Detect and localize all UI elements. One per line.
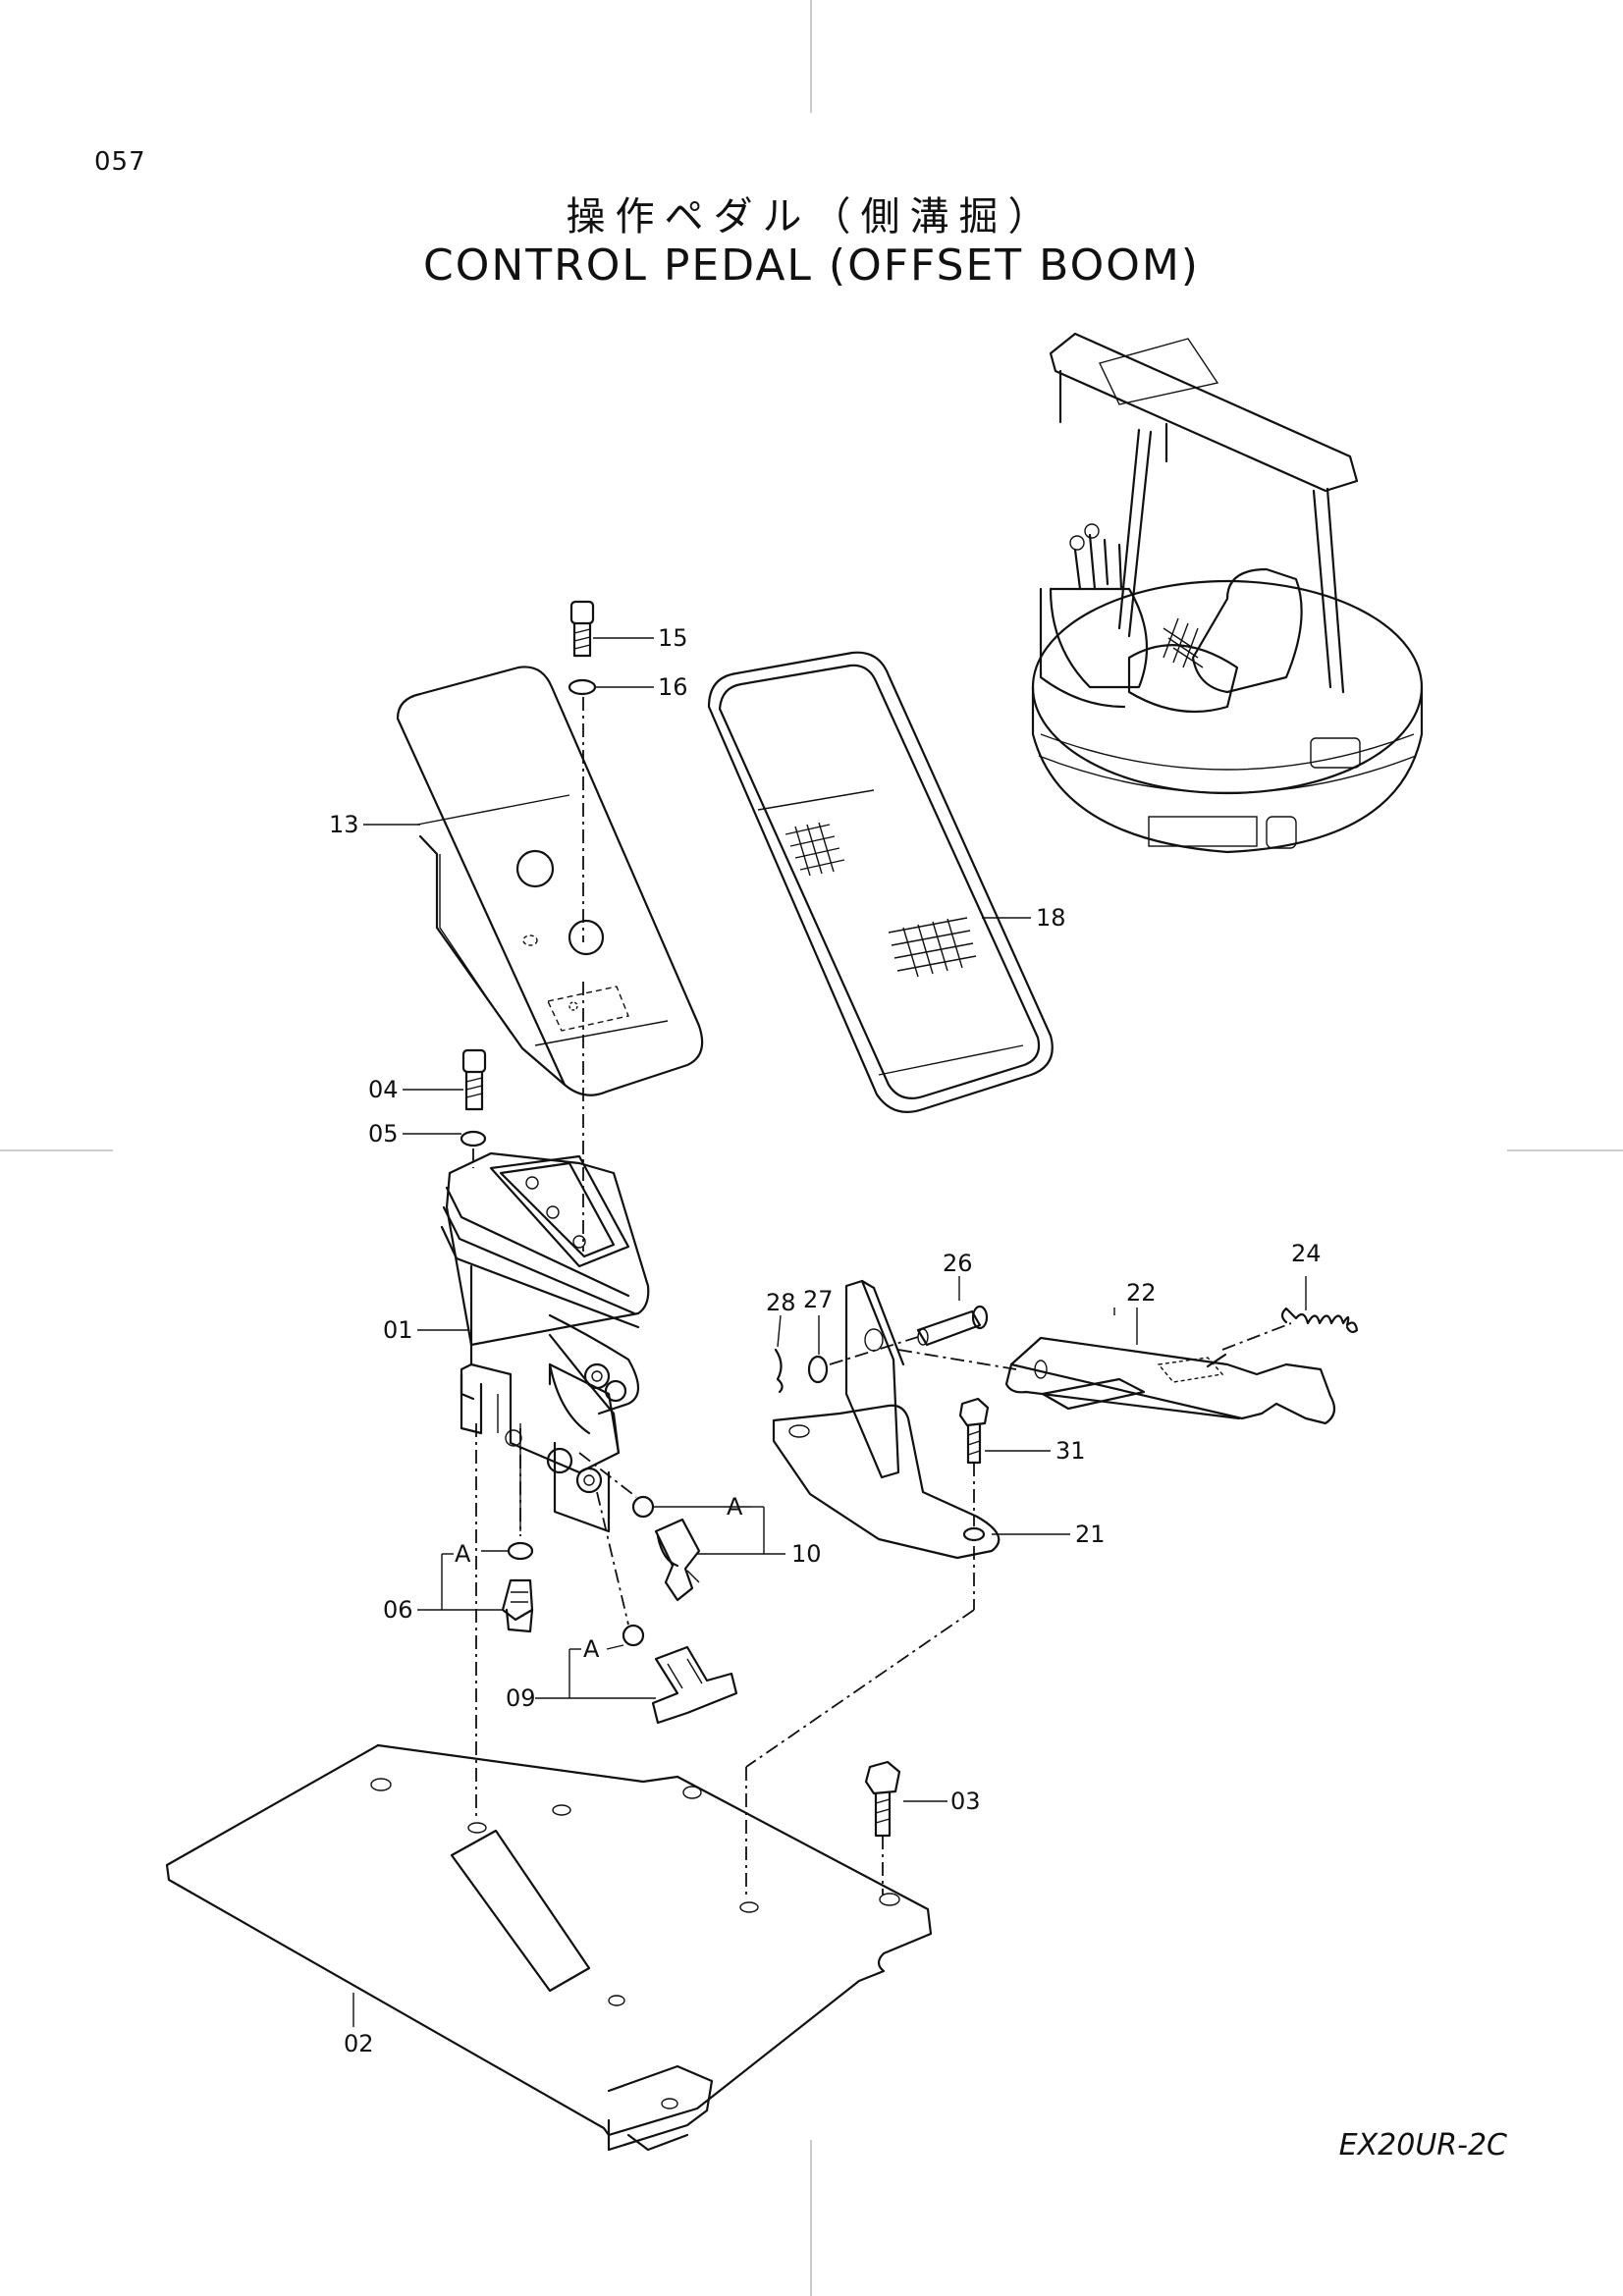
screw-04 [461, 1048, 487, 1111]
pilot-valve-01 [440, 1151, 650, 1533]
bolt-31 [958, 1397, 990, 1465]
fitting-06 [501, 1578, 534, 1633]
callout-26: 26 [943, 1250, 973, 1277]
callout-22: 22 [1126, 1279, 1157, 1307]
callout-16: 16 [658, 673, 688, 701]
leader-lines [352, 637, 1307, 2027]
screw-15 [569, 600, 595, 658]
washer-16 [568, 678, 597, 696]
lever-22 [1004, 1336, 1336, 1425]
callout-21: 21 [1075, 1521, 1106, 1548]
callout-13: 13 [329, 811, 359, 838]
callout-28: 28 [766, 1289, 796, 1316]
pedal-plate-13 [396, 666, 704, 1096]
callout-02: 02 [344, 2030, 374, 2057]
callout-24: 24 [1291, 1240, 1322, 1267]
title-english: CONTROL PEDAL (OFFSET BOOM) [423, 240, 1200, 291]
callout-03: 03 [950, 1788, 981, 1815]
marker-a-09: A [583, 1635, 600, 1663]
cotter-pin-28 [774, 1348, 784, 1394]
pin-26 [916, 1305, 989, 1347]
washer-05 [460, 1130, 487, 1148]
page-number: 057 [94, 147, 146, 177]
marker-a-10: A [727, 1493, 743, 1521]
o-ring [631, 1495, 655, 1519]
callout-10: 10 [791, 1540, 822, 1568]
callout-31: 31 [1055, 1437, 1086, 1465]
model-code: EX20UR-2C [1338, 2128, 1507, 2163]
bolt-03 [864, 1760, 901, 1838]
rubber-pad-18 [707, 651, 1054, 1113]
callout-09: 09 [506, 1684, 536, 1712]
callout-01: 01 [383, 1316, 413, 1344]
callout-18: 18 [1036, 904, 1066, 932]
callout-27: 27 [803, 1286, 834, 1313]
callout-06: 06 [383, 1596, 413, 1624]
o-ring [507, 1541, 534, 1561]
callout-04: 04 [368, 1076, 399, 1103]
o-ring [622, 1624, 645, 1647]
callout-15: 15 [658, 624, 688, 652]
marker-a-06: A [455, 1540, 471, 1568]
tee-fitting-09 [651, 1645, 738, 1725]
title-japanese: 操作ペダル（側溝掘） [566, 194, 1057, 240]
elbow-fitting-10 [654, 1518, 701, 1602]
bracket-21 [772, 1279, 1001, 1560]
excavator-locator-view [1031, 332, 1424, 854]
assembly-lines [472, 697, 1292, 1899]
base-plate-02 [165, 1743, 933, 2152]
callout-05: 05 [368, 1120, 399, 1148]
washer-27 [807, 1355, 829, 1384]
callout-labels: 15 16 13 18 04 05 01 24 22 26 27 28 31 2… [329, 624, 1322, 2057]
spring-24 [1280, 1307, 1359, 1334]
